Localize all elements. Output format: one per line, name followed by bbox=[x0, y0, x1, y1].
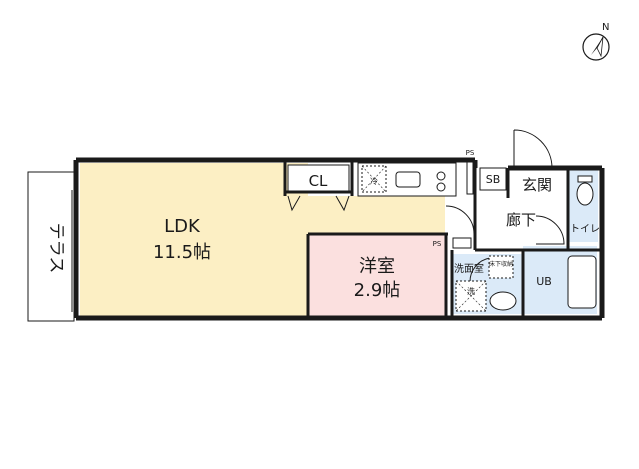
pipe-space-side bbox=[452, 237, 472, 249]
entrance-label: 玄関 bbox=[522, 176, 552, 194]
north-arrow-icon bbox=[582, 33, 610, 61]
stove-burner bbox=[436, 171, 446, 181]
bath-label: UB bbox=[536, 275, 552, 288]
terrace-window bbox=[71, 190, 79, 312]
under-floor-storage-label: 床下収納 bbox=[489, 260, 513, 268]
under-floor-storage bbox=[488, 255, 514, 279]
hallway-label: 廊下 bbox=[506, 211, 536, 229]
ldk-name: LDK bbox=[164, 216, 201, 237]
washer-label: 洗 bbox=[467, 286, 475, 296]
toilet-fixture bbox=[576, 175, 594, 206]
western-room-fill bbox=[308, 234, 446, 316]
western-room-size: 2.9帖 bbox=[354, 280, 401, 301]
north-label: N bbox=[602, 22, 609, 33]
washroom-label: 洗面室 bbox=[454, 262, 484, 275]
terrace-area bbox=[27, 171, 75, 322]
fridge-label: 冷 bbox=[370, 176, 378, 186]
western-room-name: 洋室 bbox=[359, 256, 395, 277]
ldk-size: 11.5帖 bbox=[153, 242, 211, 263]
shoe-box-label: SB bbox=[486, 173, 501, 186]
terrace-label: テラス bbox=[46, 223, 66, 274]
ldk-fill bbox=[80, 163, 308, 316]
kitchen-counter bbox=[357, 162, 457, 197]
wash-basin bbox=[489, 291, 517, 311]
shoe-box bbox=[479, 167, 507, 191]
stove-burner bbox=[436, 182, 446, 192]
washroom-fixtures bbox=[455, 255, 517, 312]
sink bbox=[395, 171, 421, 188]
pipe-space-top-label: PS bbox=[466, 149, 475, 157]
closet-label: CL bbox=[309, 172, 328, 190]
bathtub bbox=[567, 255, 597, 309]
pipe-space-top bbox=[466, 161, 474, 195]
ldk-kitchen-fill bbox=[280, 196, 445, 234]
outer-walls bbox=[73, 157, 605, 321]
closet bbox=[287, 164, 350, 212]
toilet-label: トイレ bbox=[570, 224, 600, 235]
pipe-space-side-label: PS bbox=[433, 240, 442, 248]
doors bbox=[316, 129, 565, 283]
